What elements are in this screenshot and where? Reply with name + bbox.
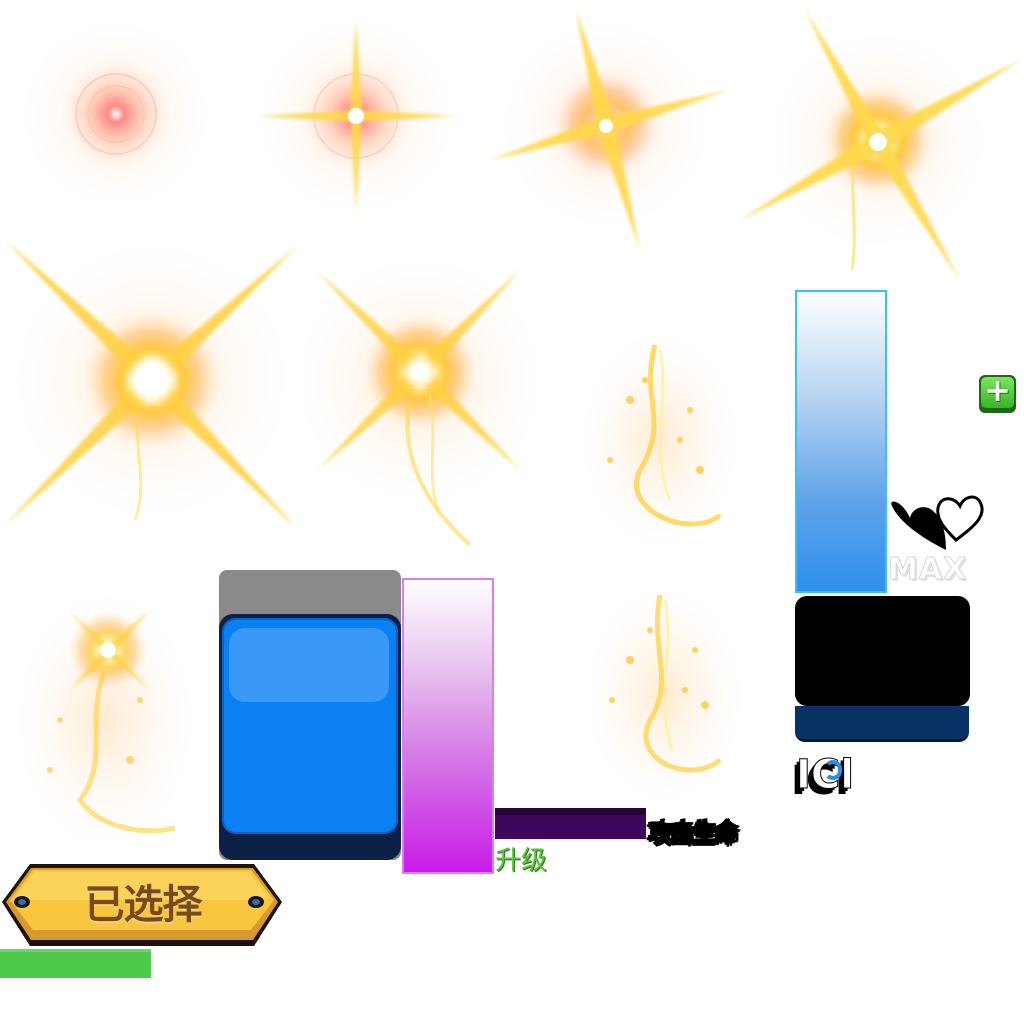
blue-gradient-bar: [795, 290, 887, 593]
selected-badge[interactable]: [0, 860, 284, 950]
glow-frame-8: [15, 590, 195, 850]
glow-frame-2: [256, 16, 456, 216]
purple-bar: [495, 808, 646, 839]
plus-icon[interactable]: +: [984, 371, 1011, 409]
upgrade-label[interactable]: 升级: [495, 846, 548, 876]
chip-label: ICl: [796, 752, 855, 799]
glow-frame-1: [21, 19, 211, 209]
max-label: MAX: [887, 552, 968, 588]
effect-frames: [5, 10, 1020, 850]
glow-frame-5: [5, 240, 298, 530]
green-progress-bar: [0, 949, 151, 978]
chip-mark-icon: [824, 760, 842, 780]
glow-effects-sheet: [5, 10, 1020, 850]
blue-button-gloss: [229, 628, 389, 702]
glow-frame-3: [490, 10, 728, 250]
glow-frame-9: [585, 585, 745, 805]
black-panel: [795, 596, 970, 706]
glow-frame-4: [740, 10, 1020, 280]
glow-frame-7: [580, 330, 740, 550]
selected-label: 已选择: [84, 882, 203, 928]
navy-panel-base: [795, 706, 969, 742]
attack-life-label: 攻击生命: [648, 818, 739, 847]
add-button-face[interactable]: [981, 377, 1014, 408]
magenta-gradient-bar: [402, 578, 494, 874]
glow-frame-6: [295, 255, 545, 547]
heart-icon: [888, 492, 984, 554]
